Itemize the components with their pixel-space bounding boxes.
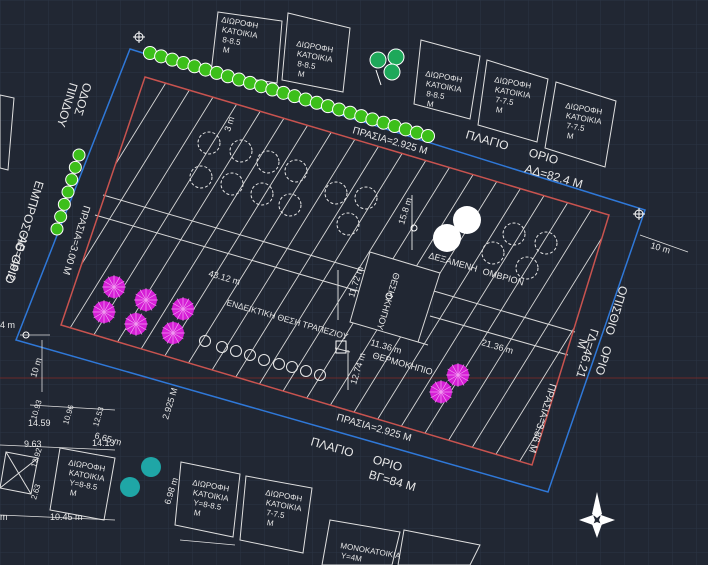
planting-circles <box>199 335 326 381</box>
survey-markers <box>22 31 645 339</box>
planter-circle <box>273 358 285 370</box>
building-label: 7-7.5 <box>266 508 286 520</box>
dimension-text: m <box>0 512 8 522</box>
building-label: Μ <box>495 105 503 115</box>
tree-outline <box>256 150 280 174</box>
dimension-text: 14.59 <box>28 418 51 428</box>
internal-zones <box>94 194 576 390</box>
hedge-shrub <box>61 185 75 199</box>
hedge-shrub <box>57 197 71 211</box>
north-arrow-icon <box>579 492 615 538</box>
tree-outline <box>324 181 348 205</box>
planter-circle <box>258 354 270 366</box>
neighbor-buildings <box>0 11 617 565</box>
hedge-shrub <box>50 222 64 236</box>
tree-outline <box>250 182 274 206</box>
cistern-symbol <box>433 206 481 252</box>
planter-circle <box>244 349 256 361</box>
tree-outline <box>481 241 505 265</box>
dimension-text: 4 m <box>0 320 15 330</box>
planter-circle <box>314 369 326 381</box>
tree-outline <box>197 131 221 155</box>
green-shrubs <box>369 48 405 86</box>
hedge-shrub <box>68 160 82 174</box>
hedge-shrub <box>65 173 79 187</box>
proposed-tree <box>124 312 148 336</box>
property-boundary <box>15 48 646 493</box>
dimension-text: 14.13 <box>92 438 115 448</box>
building-label: 7-7.5 <box>495 95 515 107</box>
tree-outline <box>354 186 378 210</box>
building-label: Μ <box>426 99 434 109</box>
entrance-marker <box>335 340 347 354</box>
building-label: Υ=4Μ <box>340 551 363 564</box>
plot-boundary <box>60 76 610 466</box>
planter-circle <box>216 341 228 353</box>
dimension-text: 9.63 <box>24 439 42 449</box>
hedge-column <box>50 148 86 236</box>
planter-circle <box>199 335 211 347</box>
tree-outline <box>534 231 558 255</box>
dimension-text: 10.45 m <box>50 512 83 522</box>
existing-trees <box>189 131 558 280</box>
building-label: Μ <box>566 131 574 141</box>
building-label: Μ <box>222 45 230 55</box>
planter-circle <box>230 345 242 357</box>
hedge-shrub <box>72 148 86 162</box>
tree-outline <box>189 165 213 189</box>
cyan-shrubs <box>120 457 161 497</box>
tree-outline <box>502 222 526 246</box>
building-label: 7-7.5 <box>566 121 586 133</box>
tree-outline <box>229 139 253 163</box>
planter-circle <box>286 361 298 373</box>
tree-outline <box>336 212 360 236</box>
hedge-row <box>143 46 435 143</box>
building-label: Μ <box>266 518 274 528</box>
rear-boundary-label: Μ <box>574 337 590 351</box>
building-label: Μ <box>193 508 201 518</box>
building-label: Μ <box>69 488 77 498</box>
planter-circle <box>300 365 312 377</box>
proposed-tree <box>446 363 470 387</box>
tree-outline <box>220 172 244 196</box>
hedge-shrub <box>54 210 68 224</box>
building-label: 8-8.5 <box>222 35 242 47</box>
building-label: 8-8.5 <box>297 59 317 71</box>
tree-outline <box>515 256 539 280</box>
building-label: Μ <box>297 69 305 79</box>
tree-outline <box>284 159 308 183</box>
building-label: 8-8.5 <box>426 89 446 101</box>
dimension-text: 3 m <box>222 115 236 132</box>
proposed-tree <box>102 275 126 299</box>
proposed-tree <box>134 288 158 312</box>
tree-outline <box>278 193 302 217</box>
proposed-tree <box>429 380 453 404</box>
proposed-tree <box>161 321 185 345</box>
dimension-lines <box>0 234 689 546</box>
hedge-shrub <box>421 129 435 143</box>
proposed-trees <box>92 275 470 404</box>
proposed-tree <box>171 297 195 321</box>
proposed-tree <box>92 300 116 324</box>
